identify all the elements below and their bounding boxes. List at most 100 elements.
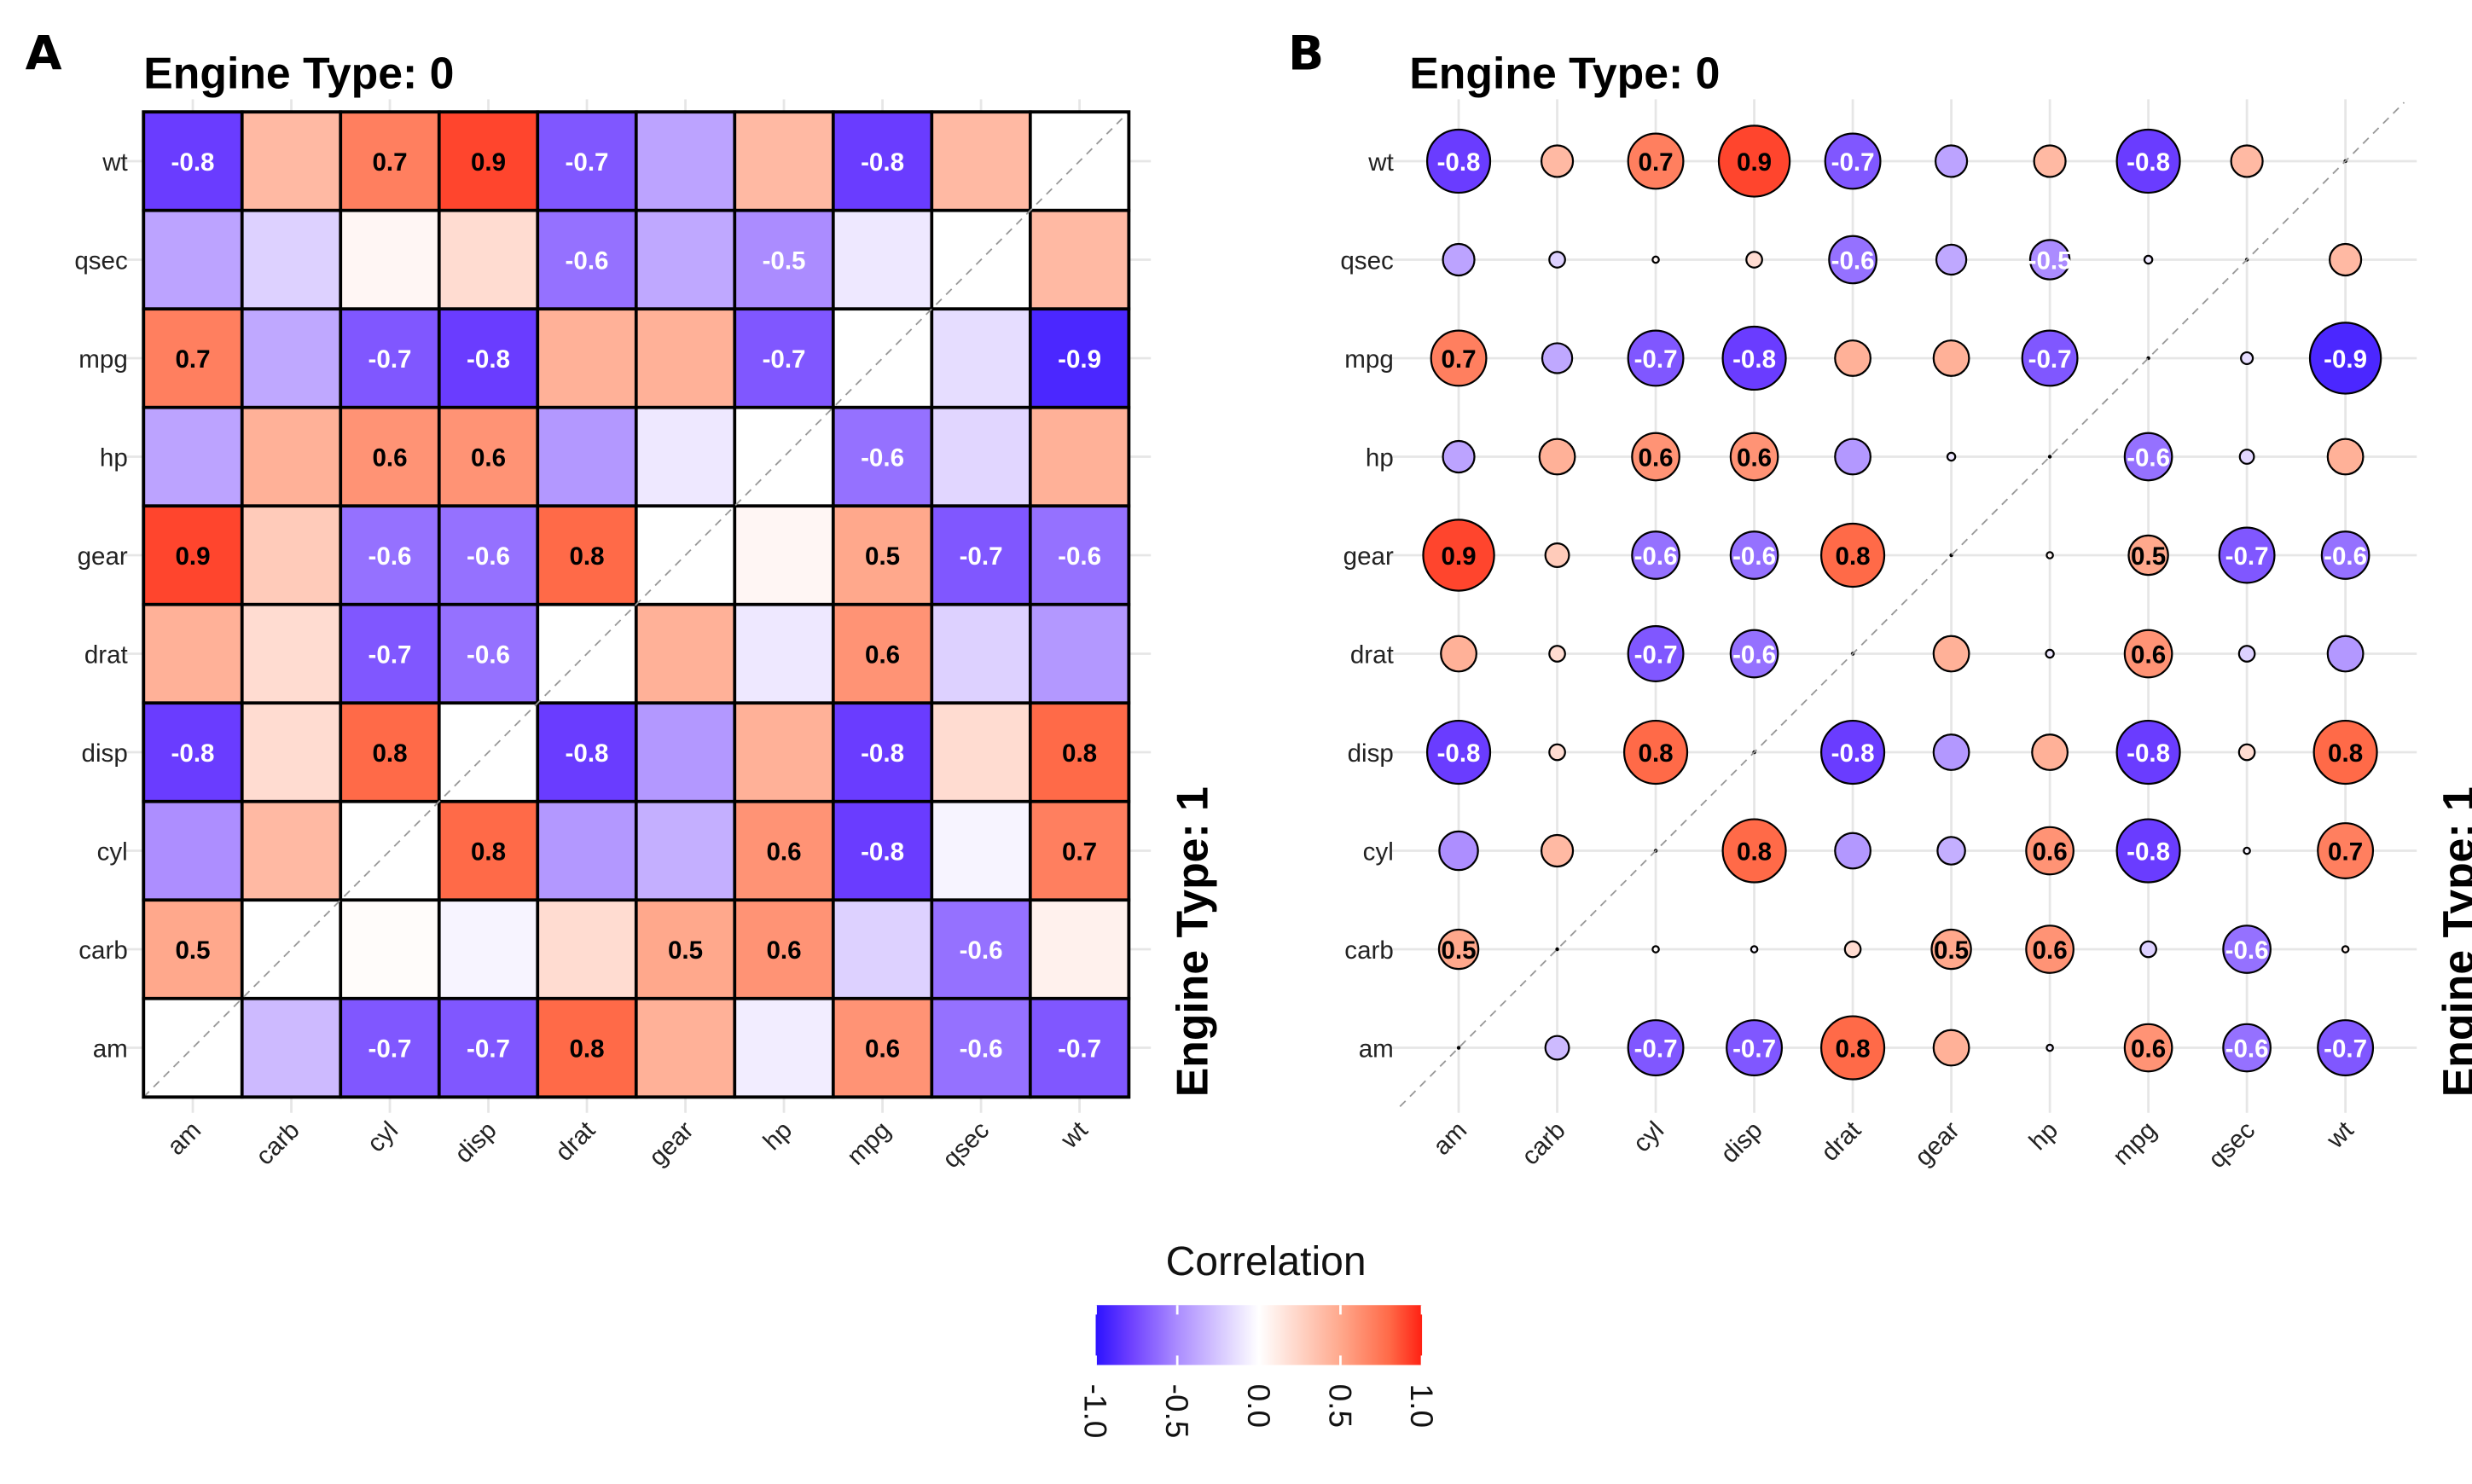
row-label-carb: carb xyxy=(78,936,127,965)
value-label-disp-wt: 0.8 xyxy=(2328,739,2363,768)
row-label-hp: hp xyxy=(100,444,128,472)
value-label-cyl-wt: 0.7 xyxy=(2328,838,2363,867)
row-label-cyl: cyl xyxy=(97,838,128,867)
circle-gear-carb xyxy=(1544,542,1570,568)
value-label-gear-wt: -0.6 xyxy=(2324,542,2367,571)
circle-cyl-carb xyxy=(1540,833,1575,868)
circle-mpg-carb xyxy=(1541,342,1574,374)
row-label-am: am xyxy=(93,1035,128,1064)
tile-carb-wt xyxy=(1028,898,1131,1000)
value-label-mpg-hp: -0.7 xyxy=(763,345,806,374)
value-label-wt-cyl: 0.7 xyxy=(372,148,407,177)
col-label-disp: disp xyxy=(1715,1116,1768,1169)
value-label-gear-disp: -0.6 xyxy=(467,542,510,571)
value-label-mpg-am: 0.7 xyxy=(1442,345,1477,374)
value-label-cyl-mpg: -0.8 xyxy=(861,838,904,867)
value-label-wt-mpg: -0.8 xyxy=(861,148,904,177)
value-label-drat-disp: -0.6 xyxy=(467,641,510,670)
circle-carb-disp xyxy=(1750,945,1759,954)
row-label-gear: gear xyxy=(1343,542,1394,571)
value-label-mpg-disp: -0.8 xyxy=(1732,345,1776,374)
circle-disp-gear xyxy=(1932,733,1970,771)
value-label-wt-cyl: 0.7 xyxy=(1639,148,1674,177)
col-label-am: am xyxy=(1428,1116,1472,1161)
col-label-cyl: cyl xyxy=(362,1116,403,1158)
tile-carb-drat xyxy=(536,898,638,1000)
row-label-wt: wt xyxy=(1367,148,1394,177)
legend-colorbar xyxy=(1095,1305,1423,1365)
tile-wt-disp xyxy=(437,110,540,212)
row-label-qsec: qsec xyxy=(74,247,127,275)
tile-hp-drat xyxy=(536,405,638,508)
circle-am-carb xyxy=(1544,1035,1570,1061)
diag-dot xyxy=(1456,1046,1461,1050)
circle-gear-wt xyxy=(2320,530,2370,580)
tile-mpg-gear xyxy=(634,307,737,409)
tile-disp-carb xyxy=(240,701,343,803)
circle-hp-mpg xyxy=(2123,432,2173,482)
value-label-wt-am: -0.8 xyxy=(1437,148,1481,177)
circle-carb-mpg xyxy=(2139,940,2157,959)
circle-wt-gear xyxy=(1934,144,1969,178)
circle-drat-am xyxy=(1440,635,1477,673)
tile-disp-hp xyxy=(733,701,835,803)
circle-hp-drat xyxy=(1834,438,1871,476)
value-label-wt-drat: -0.7 xyxy=(566,148,609,177)
tile-cyl-am xyxy=(142,799,244,902)
tile-qsec-am xyxy=(142,208,244,311)
value-label-gear-drat: 0.8 xyxy=(1836,542,1871,571)
row-label-qsec: qsec xyxy=(1340,247,1393,275)
row-label-mpg: mpg xyxy=(1344,345,1393,374)
col-label-wt: wt xyxy=(2321,1116,2359,1155)
tile-cyl-disp xyxy=(437,799,540,902)
circle-disp-mpg xyxy=(2115,719,2181,785)
circle-disp-drat xyxy=(1820,719,1886,785)
value-label-am-cyl: -0.7 xyxy=(1634,1035,1678,1064)
value-label-drat-cyl: -0.7 xyxy=(1634,641,1678,670)
circle-wt-mpg xyxy=(2115,128,2181,194)
circle-am-hp xyxy=(2045,1043,2054,1052)
tile-hp-gear xyxy=(634,405,737,508)
value-label-am-cyl: -0.7 xyxy=(368,1035,412,1064)
tile-qsec-wt xyxy=(1028,208,1131,311)
panel-a-title: Engine Type: 0 xyxy=(143,48,454,97)
col-label-drat: drat xyxy=(550,1116,601,1167)
circle-mpg-qsec xyxy=(2240,351,2254,366)
circle-wt-drat xyxy=(1824,132,1882,190)
circle-disp-am xyxy=(1425,719,1492,785)
value-label-cyl-disp: 0.8 xyxy=(1737,838,1772,867)
value-label-disp-am: -0.8 xyxy=(1437,739,1481,768)
tile-carb-cyl xyxy=(339,898,441,1000)
circle-drat-mpg xyxy=(2123,629,2173,679)
value-label-qsec-hp: -0.5 xyxy=(763,247,806,275)
circle-carb-qsec xyxy=(2222,925,2272,974)
value-label-qsec-hp: -0.5 xyxy=(2028,247,2072,275)
value-label-mpg-cyl: -0.7 xyxy=(1634,345,1678,374)
value-label-am-disp: -0.7 xyxy=(467,1035,510,1064)
circle-disp-cyl xyxy=(1622,719,1689,785)
value-label-carb-am: 0.5 xyxy=(175,936,210,965)
panel-b-side-title: Engine Type: 1 xyxy=(2434,786,2472,1097)
value-label-hp-disp: 0.6 xyxy=(1737,444,1772,472)
value-label-qsec-drat: -0.6 xyxy=(566,247,609,275)
tile-mpg-hp xyxy=(733,307,835,409)
circle-hp-wt xyxy=(2326,438,2365,476)
diagonal-line xyxy=(1399,101,2405,1108)
circle-am-qsec xyxy=(2222,1023,2272,1073)
tile-am-hp xyxy=(733,996,835,1099)
value-label-cyl-hp: 0.6 xyxy=(767,838,802,867)
value-label-mpg-wt: -0.9 xyxy=(1058,345,1101,374)
col-label-am: am xyxy=(162,1116,206,1161)
circle-cyl-disp xyxy=(1721,818,1787,884)
tile-qsec-mpg xyxy=(831,208,934,311)
circle-mpg-am xyxy=(1430,329,1488,387)
circle-cyl-wt xyxy=(2317,822,2375,879)
tile-qsec-gear xyxy=(634,208,737,311)
value-label-carb-qsec: -0.6 xyxy=(960,936,1003,965)
tile-gear-hp xyxy=(733,504,835,606)
value-label-gear-drat: 0.8 xyxy=(569,542,604,571)
col-label-carb: carb xyxy=(1517,1116,1571,1171)
circle-cyl-am xyxy=(1438,830,1479,872)
circle-qsec-drat xyxy=(1828,235,1877,285)
